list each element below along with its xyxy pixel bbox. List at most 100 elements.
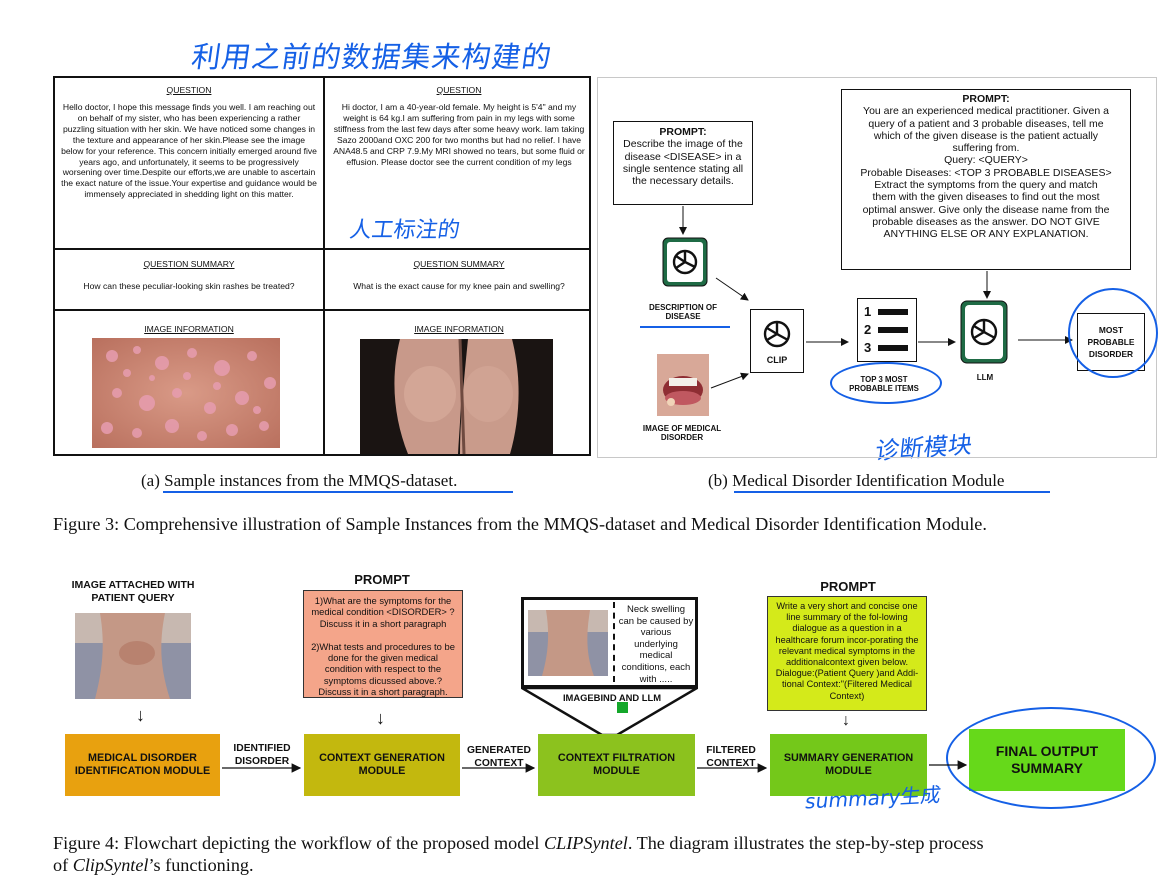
edge-label-identified-disorder: IDENTIFIED DISORDER	[226, 742, 298, 768]
prompt-line: query of a patient and 3 probable diseas…	[868, 117, 1104, 130]
context-generation-prompt: 1)What are the symptoms for the medical …	[303, 590, 463, 698]
summary-heading: QUESTION SUMMARY	[413, 259, 505, 269]
divider	[613, 602, 615, 682]
edge-label-line: CONTEXT	[474, 758, 524, 769]
prompt-line: optimal answer. Give only the disease na…	[862, 203, 1110, 216]
annotation-circle	[1068, 288, 1158, 378]
llm-label: LLM	[976, 373, 994, 382]
edge-label-generated-context: GENERATED CONTEXT	[463, 744, 535, 770]
list-number: 3	[864, 340, 872, 355]
prompt-box-llm: PROMPT: You are an experienced medical p…	[841, 89, 1131, 270]
edge-label-filtered-context: FILTERED CONTEXT	[698, 744, 764, 770]
caption-part: of	[53, 855, 73, 875]
edge-label-line: FILTERED	[706, 745, 756, 756]
question-text: Hello doctor, I hope this message finds …	[61, 102, 317, 200]
question-cell: QUESTION Hello doctor, I hope this messa…	[61, 85, 317, 200]
medical-disorder-identification-module: MEDICAL DISORDER IDENTIFICATION MODULE	[65, 734, 220, 796]
medical-disorder-image	[657, 354, 709, 416]
summary-text: What is the exact cause for my knee pain…	[353, 281, 565, 291]
knee-image	[360, 339, 553, 454]
image-attached-label: IMAGE ATTACHED WITH PATIENT QUERY	[71, 579, 195, 604]
prompt-line: probable diseases as the answer. DO NOT …	[872, 215, 1100, 228]
question-text: Hi doctor, I am a 40-year-old female. My…	[333, 102, 585, 167]
prompt-title: PROMPT	[820, 579, 876, 594]
summary-cell: QUESTION SUMMARY What is the exact cause…	[331, 259, 587, 291]
imagebind-label: IMAGEBIND AND LLM	[562, 692, 662, 703]
panel-a-caption: (a) Sample instances from the MMQS-datas…	[141, 471, 457, 491]
model-name: ClipSyntel	[72, 855, 149, 875]
model-name: CLIPSyntel	[543, 833, 628, 853]
question-heading: QUESTION	[166, 85, 212, 95]
prompt-line: Extract the symptoms from the query and …	[874, 179, 1098, 192]
clip-label: CLIP	[766, 355, 788, 365]
edge-label-line: CONTEXT	[706, 758, 756, 769]
figure-3-caption: Figure 3: Comprehensive illustration of …	[53, 514, 987, 534]
neck-image	[75, 613, 191, 699]
disorder-identification-diagram: PROMPT: Describe the image of the diseas…	[597, 77, 1158, 458]
annotation-bottom: summary生成	[803, 782, 943, 814]
table-divider	[55, 309, 589, 311]
prompt-line: suffering from.	[952, 142, 1020, 155]
annotation-underline	[163, 491, 513, 493]
context-filtration-module: CONTEXT FILTRATION MODULE	[538, 734, 695, 796]
annotation-circle	[830, 362, 942, 404]
top3-list-box: 1 2 3	[857, 298, 917, 362]
list-bar	[878, 327, 908, 333]
table-divider	[323, 78, 325, 454]
down-arrow-icon: ↓	[376, 708, 385, 728]
edge-label-line: DISORDER	[234, 756, 290, 767]
caption-part: . The diagram illustrates the step-by-st…	[627, 833, 984, 853]
prompt-line: You are an experienced medical practitio…	[863, 105, 1109, 118]
prompt-line: Probable Diseases: <TOP 3 PROBABLE DISEA…	[860, 166, 1112, 179]
image-info-cell: IMAGE INFORMATION	[331, 324, 587, 334]
top3-label: TOP 3 MOST PROBABLE ITEMS	[849, 375, 919, 393]
down-arrow-icon: ↓	[842, 712, 850, 729]
description-label: DESCRIPTION OF DISEASE	[648, 303, 717, 321]
llm-icon	[960, 300, 1008, 364]
caption-part: ’s functioning.	[148, 855, 254, 875]
summary-cell: QUESTION SUMMARY How can these peculiar-…	[61, 259, 317, 291]
filtration-panel: Neck swelling can be caused by various u…	[521, 597, 698, 688]
image-info-heading: IMAGE INFORMATION	[414, 324, 504, 334]
context-generation-module: CONTEXT GENERATION MODULE	[304, 734, 460, 796]
prompt-text: Describe the image of the disease <DISEA…	[622, 138, 744, 188]
question-cell: QUESTION Hi doctor, I am a 40-year-old f…	[331, 85, 587, 167]
diagram-arrows	[679, 206, 1073, 389]
caption-part: Figure 4: Flowchart depicting the workfl…	[53, 833, 544, 853]
edge-label-line: IDENTIFIED	[233, 743, 291, 754]
prompt-line: Query: <QUERY>	[944, 154, 1028, 167]
skin-rash-image	[92, 338, 280, 448]
filtered-context-text: Neck swelling can be caused by various u…	[618, 604, 694, 685]
green-marker	[617, 702, 628, 713]
prompt-title: PROMPT:	[659, 126, 707, 138]
panel-b-caption-text: Medical Disorder Identification Module	[732, 471, 1005, 490]
list-bar	[878, 345, 908, 351]
summary-generation-module: SUMMARY GENERATION MODULE	[770, 734, 927, 796]
panel-b-caption-prefix: (b)	[708, 471, 733, 490]
panel-a-caption-prefix: (a)	[141, 471, 165, 490]
annotation-underline	[734, 491, 1050, 493]
image-info-cell: IMAGE INFORMATION	[61, 324, 317, 334]
neck-thumbnail	[528, 610, 608, 676]
prompt-line: them with the given diseases to find out…	[872, 191, 1100, 204]
prompt-line: which of the given disease is the patien…	[873, 129, 1099, 142]
annotation-underline	[640, 326, 730, 328]
clip-icon	[763, 320, 791, 348]
down-arrow-icon: ↓	[136, 705, 145, 725]
prompt-box-describe: PROMPT: Describe the image of the diseas…	[613, 121, 753, 205]
prompt-title: PROMPT	[354, 572, 410, 587]
gpt-icon	[662, 237, 708, 287]
panel-b-caption: (b) Medical Disorder Identification Modu…	[708, 471, 1004, 491]
prompt-title: PROMPT:	[962, 93, 1010, 105]
clip-model-box: CLIP	[750, 309, 804, 373]
flow-arrows	[222, 760, 968, 773]
table-divider	[55, 248, 589, 250]
list-number: 1	[864, 304, 872, 319]
image-info-heading: IMAGE INFORMATION	[144, 324, 234, 334]
panel-a-caption-text: Sample instances from the MMQS-dataset.	[164, 471, 458, 490]
list-bar	[878, 309, 908, 315]
edge-label-line: GENERATED	[467, 745, 531, 756]
sample-instances-table: QUESTION Hello doctor, I hope this messa…	[53, 76, 591, 456]
figure-4-caption: Figure 4: Flowchart depicting the workfl…	[53, 832, 1153, 876]
summary-heading: QUESTION SUMMARY	[143, 259, 235, 269]
